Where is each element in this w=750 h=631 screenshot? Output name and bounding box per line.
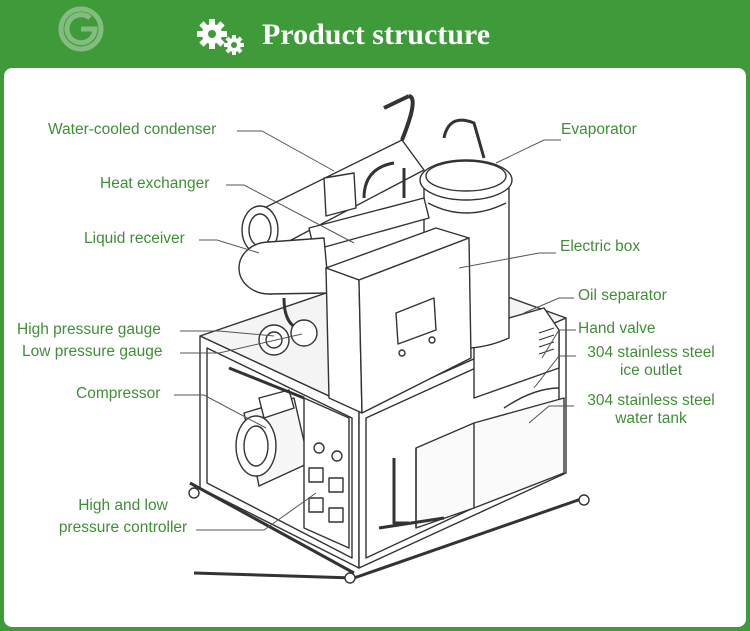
label-hand-valve: Hand valve bbox=[578, 320, 656, 337]
label-oil-separator: Oil separator bbox=[578, 287, 667, 304]
gears-icon bbox=[197, 19, 244, 55]
pipes bbox=[362, 161, 445, 530]
label-water-tank-line2: water tank bbox=[615, 410, 687, 427]
diagram-panel: Water-cooled condenser Heat exchanger Li… bbox=[4, 68, 746, 627]
page-title: Product structure bbox=[262, 18, 491, 51]
label-low-pressure-gauge: Low pressure gauge bbox=[22, 343, 163, 360]
label-high-pressure-gauge: High pressure gauge bbox=[17, 321, 161, 338]
label-electric-box: Electric box bbox=[560, 238, 641, 255]
header-banner: Product structure bbox=[0, 0, 750, 70]
leader-lines bbox=[174, 130, 576, 531]
compressor bbox=[228, 366, 310, 487]
label-water-tank-line1: 304 stainless steel bbox=[587, 392, 715, 409]
label-compressor: Compressor bbox=[76, 385, 161, 402]
label-ice-outlet-line2: ice outlet bbox=[619, 362, 683, 379]
label-pressure-controller: High and low pressure controller bbox=[48, 497, 198, 537]
watermark-logo-icon bbox=[58, 6, 104, 52]
label-heat-exchanger: Heat exchanger bbox=[100, 175, 210, 192]
controller-panel bbox=[303, 397, 350, 549]
machine-diagram bbox=[174, 94, 590, 584]
label-evaporator: Evaporator bbox=[561, 121, 637, 138]
label-water-cooled-condenser: Water-cooled condenser bbox=[48, 121, 217, 138]
heat-exchanger bbox=[308, 172, 430, 251]
electric-box bbox=[325, 227, 472, 414]
label-water-tank: 304 stainless steel water tank bbox=[576, 392, 726, 428]
label-pressure-controller-line2: pressure controller bbox=[58, 519, 188, 536]
label-liquid-receiver: Liquid receiver bbox=[84, 230, 185, 247]
label-ice-outlet-line1: 304 stainless steel bbox=[587, 344, 715, 361]
label-pressure-controller-line1: High and low bbox=[78, 497, 168, 514]
water-tank bbox=[415, 387, 565, 529]
label-ice-outlet: 304 stainless steel ice outlet bbox=[576, 344, 726, 380]
